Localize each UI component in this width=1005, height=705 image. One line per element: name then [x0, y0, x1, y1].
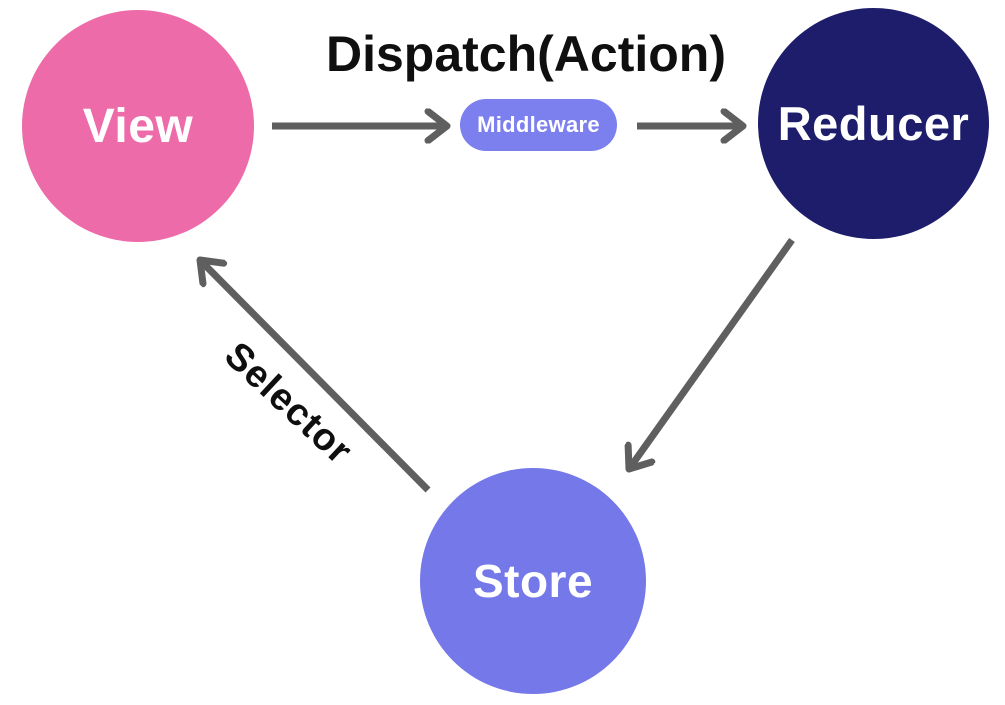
store-node-label: Store	[472, 555, 594, 607]
view-node-label: View	[82, 99, 194, 153]
selector-edge-label: Selector	[216, 334, 361, 473]
reducer-node-label: Reducer	[777, 97, 970, 150]
arrow-reducer-to-store	[629, 237, 795, 469]
middleware-badge-label: Middleware	[477, 112, 600, 137]
view-node: View	[22, 10, 254, 242]
reducer-node: Reducer	[758, 8, 989, 239]
store-node: Store	[420, 468, 646, 694]
middleware-badge: Middleware	[460, 99, 617, 151]
diagram-title: Dispatch(Action)	[326, 26, 726, 82]
